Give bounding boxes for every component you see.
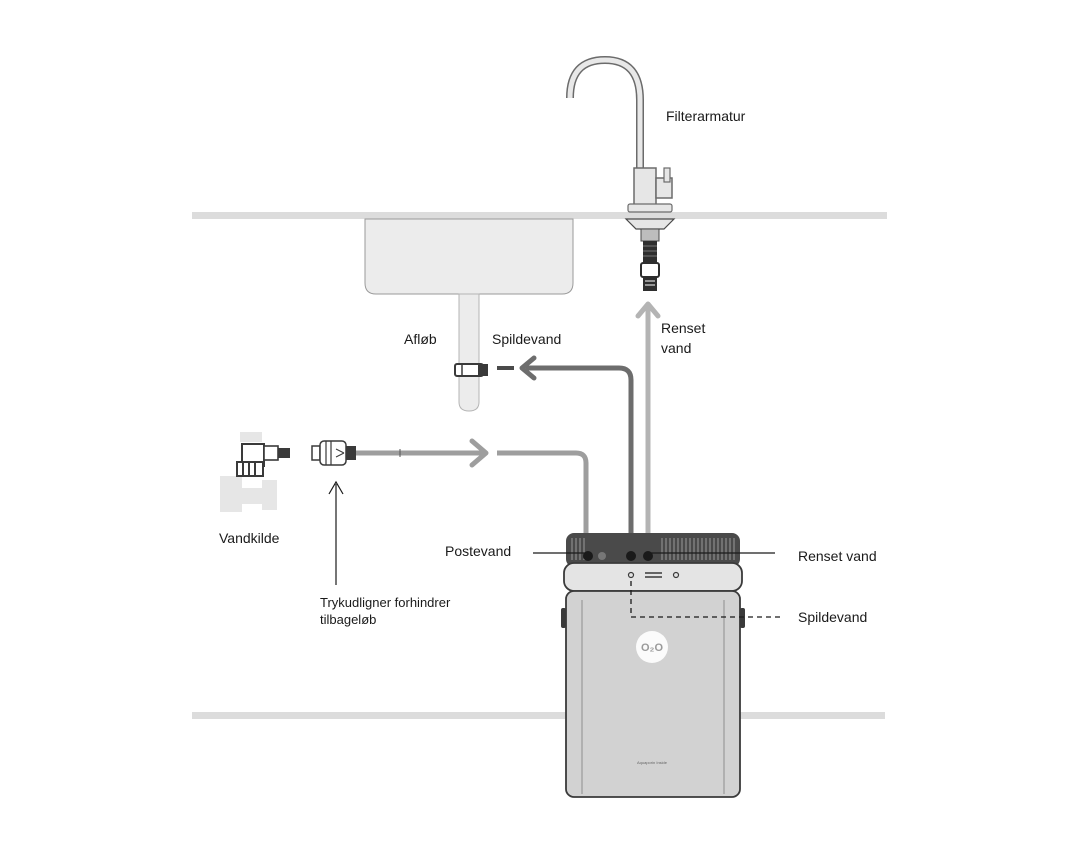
waste-water-hose bbox=[497, 355, 634, 552]
label-waste-right: Spildevand bbox=[798, 609, 867, 625]
sink-basin bbox=[364, 218, 574, 295]
pressure-equalizer-icon bbox=[311, 440, 356, 466]
label-pressure-note-1: Trykudligner forhindrer bbox=[320, 595, 451, 610]
label-purified-top-1: Renset bbox=[661, 320, 705, 336]
unit-top-grille bbox=[571, 538, 735, 560]
filter-unit: O₂O Aquaporin Inside bbox=[561, 533, 745, 798]
water-source-valve-icon bbox=[220, 432, 290, 512]
label-drain: Afløb bbox=[404, 331, 437, 347]
status-light-icon bbox=[627, 571, 635, 579]
label-tap-water: Postevand bbox=[445, 543, 511, 559]
label-faucet: Filterarmatur bbox=[666, 108, 746, 124]
aux-port bbox=[598, 552, 606, 560]
label-pressure-note-2: tilbageløb bbox=[320, 612, 376, 627]
drain-clamp-icon bbox=[454, 363, 488, 377]
drain-pipe bbox=[458, 293, 480, 412]
label-waste-top: Spildevand bbox=[492, 331, 561, 347]
countertop bbox=[192, 212, 887, 219]
indicator-icon bbox=[672, 571, 680, 579]
tap-water-hose bbox=[355, 438, 589, 552]
brand-small-text: Aquaporin Inside bbox=[637, 760, 668, 765]
faucet-icon bbox=[566, 55, 676, 291]
shelf bbox=[192, 712, 885, 719]
waste-water-leader bbox=[630, 581, 780, 618]
o2o-logo-icon bbox=[636, 631, 668, 663]
clean-water-hose bbox=[635, 301, 661, 552]
label-purified-right: Renset vand bbox=[798, 548, 877, 564]
pressure-note-arrow bbox=[328, 480, 344, 585]
label-water-source: Vandkilde bbox=[219, 530, 280, 546]
o2o-logo-text: O₂O bbox=[641, 642, 663, 654]
waste-water-port bbox=[626, 551, 636, 561]
label-purified-top-2: vand bbox=[661, 340, 691, 356]
